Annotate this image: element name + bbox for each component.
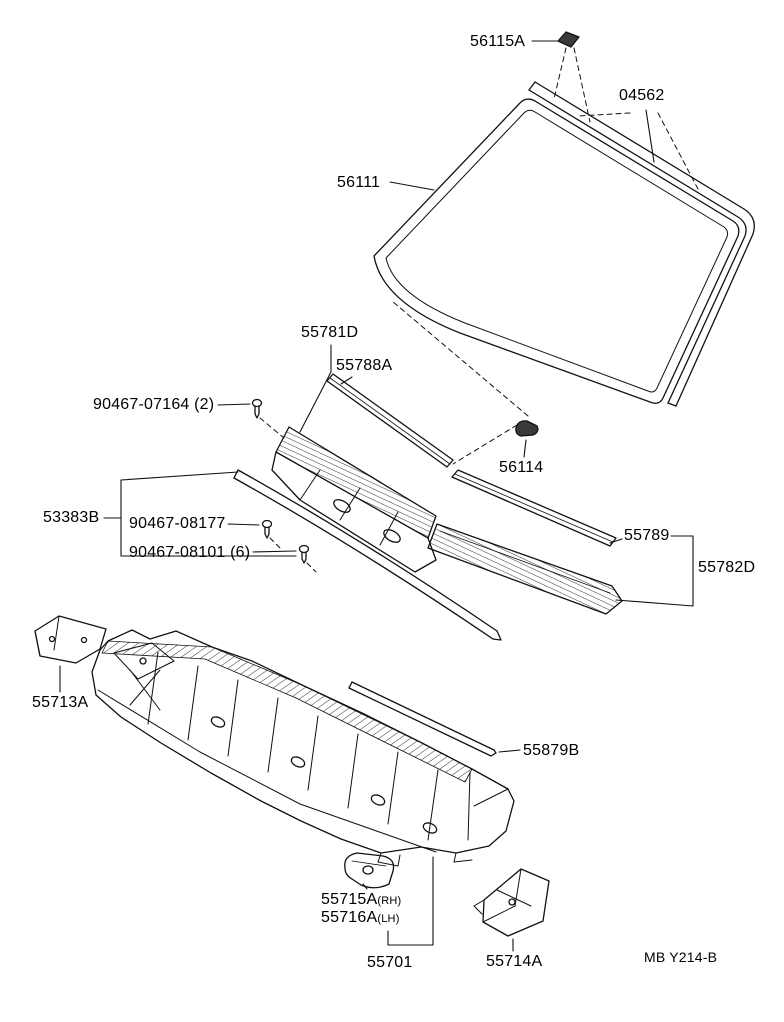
seal-55789 xyxy=(451,469,617,547)
cowl-top-panel xyxy=(91,629,515,867)
part-label-55713A[interactable]: 55713A xyxy=(32,694,89,711)
part-label-90467-08101[interactable]: 90467-08101 (6) xyxy=(129,544,251,561)
clip-56115A-glyph xyxy=(557,31,580,48)
part-label-55781D[interactable]: 55781D xyxy=(301,324,359,341)
part-label-55788A[interactable]: 55788A xyxy=(336,357,393,374)
strip-55879B xyxy=(348,681,497,757)
bracket-55715A xyxy=(344,852,395,889)
part-label-56111[interactable]: 56111 xyxy=(337,174,381,191)
leader-lines xyxy=(59,40,694,952)
part-label-55714A[interactable]: 55714A xyxy=(486,953,543,970)
part-label-55879B[interactable]: 55879B xyxy=(523,742,580,759)
screw-90467-08177 xyxy=(261,519,273,539)
part-label-56114[interactable]: 56114 xyxy=(499,459,544,476)
assembly-dashed-lines xyxy=(259,47,699,573)
part-number: 55716A xyxy=(321,909,378,926)
side-designation-rh: (RH) xyxy=(377,895,402,907)
part-label-90467-08177[interactable]: 90467-08177 xyxy=(129,515,226,532)
part-label-53383B[interactable]: 53383B xyxy=(43,509,100,526)
strip-53383B xyxy=(233,469,502,641)
cowl-louver-left xyxy=(271,426,437,573)
bracket-55714A xyxy=(473,868,550,937)
drawing-code: MB Y214-B xyxy=(644,949,718,965)
part-label-55716A[interactable]: 55716A(LH) xyxy=(321,909,400,927)
windshield-moulding xyxy=(528,81,755,407)
screw-90467-08101 xyxy=(298,544,310,564)
screw-90467-07164 xyxy=(251,398,263,419)
part-label-55782D[interactable]: 55782D xyxy=(698,559,756,576)
part-label-56115A[interactable]: 56115A xyxy=(470,33,526,50)
part-label-90467-07164[interactable]: 90467-07164 (2) xyxy=(93,396,215,413)
part-label-55701[interactable]: 55701 xyxy=(367,954,413,971)
part-number: 55715A xyxy=(321,891,378,908)
seal-55788A xyxy=(326,373,454,468)
cowl-louver-right xyxy=(427,523,623,615)
part-label-55715A[interactable]: 55715A(RH) xyxy=(321,891,401,909)
part-label-55789[interactable]: 55789 xyxy=(624,527,670,544)
windshield-glass xyxy=(373,98,740,404)
bracket-55713A xyxy=(34,615,107,664)
side-designation-lh: (LH) xyxy=(377,913,400,925)
part-label-04562[interactable]: 04562 xyxy=(619,87,665,104)
clip-56114-glyph xyxy=(515,420,539,437)
